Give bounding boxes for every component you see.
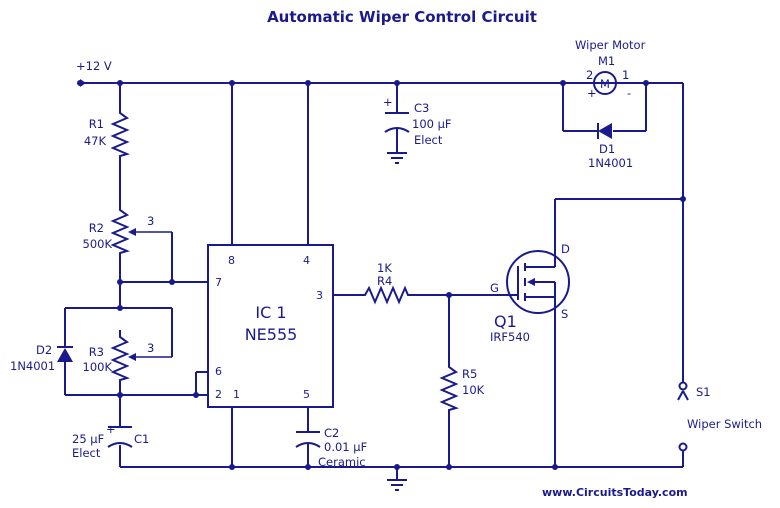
- r2-wiper-pin: 3: [147, 214, 154, 228]
- ic-pin-5: 5: [303, 388, 310, 401]
- r1-ref: R1: [89, 117, 104, 131]
- q1-drain-label: D: [561, 242, 570, 256]
- r2-potentiometer: [110, 205, 130, 257]
- footer-url: www.CircuitsToday.com: [542, 486, 688, 499]
- r2-wiper: [128, 228, 173, 282]
- q1-mosfet: [506, 199, 570, 467]
- junction-dot: [117, 392, 123, 398]
- ic-pin-7: 7: [215, 276, 222, 289]
- c2-value: 0.01 µF: [324, 440, 367, 454]
- r1-resistor: [110, 108, 130, 160]
- diagram-title: Automatic Wiper Control Circuit: [267, 8, 537, 26]
- ic-pin-1: 1: [233, 388, 240, 401]
- c1-capacitor: [107, 426, 133, 448]
- c2-ref: C2: [324, 426, 339, 440]
- s1-label: Wiper Switch: [687, 417, 762, 431]
- m1-symbol: M: [600, 77, 610, 91]
- r2-ref: R2: [89, 221, 104, 235]
- ic-pin-2: 2: [215, 388, 222, 401]
- d2-r3-loop: [64, 307, 208, 396]
- d2-diode: [57, 346, 73, 362]
- s1-ref: S1: [696, 385, 711, 399]
- m1-ref: M1: [598, 54, 615, 68]
- d1-part: 1N4001: [588, 156, 633, 170]
- ne555-ic: [207, 244, 334, 408]
- r4-resistor: [360, 285, 412, 305]
- r3-wiper-pin: 3: [147, 341, 154, 355]
- junction-dot: [643, 80, 649, 86]
- ic-pin-3: 3: [316, 289, 323, 302]
- c1-polarity: +: [106, 422, 116, 436]
- r5-value: 10K: [462, 383, 485, 397]
- junction-dot: [680, 196, 686, 202]
- ic-pin-4: 4: [303, 254, 310, 267]
- ic-pin-8: 8: [228, 254, 235, 267]
- d1-ref: D1: [599, 142, 615, 156]
- supply-rail: [77, 79, 684, 383]
- s1-switch[interactable]: [677, 381, 689, 468]
- m1-minus: -: [627, 86, 631, 100]
- d1-diode: [597, 123, 612, 139]
- r3-wiper: [128, 308, 173, 361]
- c3-polarity: +: [383, 95, 393, 109]
- c2-type: Ceramic: [318, 455, 366, 469]
- d2-ref: D2: [36, 343, 52, 357]
- m1-motor: [593, 71, 617, 95]
- c3-type: Elect: [414, 133, 443, 147]
- m1-pin-left: 2: [586, 68, 593, 82]
- q1-gate-label: G: [490, 281, 499, 295]
- q1-source-label: S: [561, 307, 568, 321]
- r2-value: 500K: [83, 237, 113, 251]
- c1-ref: C1: [134, 432, 149, 446]
- c1-type: Elect: [72, 446, 101, 460]
- r4-value: 1K: [377, 261, 392, 275]
- m1-title: Wiper Motor: [575, 38, 646, 52]
- ic-pin-6: 6: [215, 365, 222, 378]
- m1-plus: +: [587, 86, 597, 100]
- ic-part: NE555: [245, 325, 298, 344]
- ground-symbol: [387, 467, 407, 491]
- d1-loop: [562, 83, 647, 132]
- r3-potentiometer: [110, 332, 130, 384]
- d2-part: 1N4001: [10, 359, 55, 373]
- r3-value: 100K: [83, 360, 113, 374]
- junction-dot: [117, 279, 123, 285]
- q1-ref: Q1: [494, 312, 517, 331]
- c2-capacitor: [295, 431, 321, 467]
- m1-pin-right: 1: [622, 68, 629, 82]
- c3-ref: C3: [414, 101, 429, 115]
- ic-ref: IC 1: [255, 303, 286, 322]
- junction-dot: [169, 279, 175, 285]
- junction-dot: [117, 305, 123, 311]
- q1-part: IRF540: [490, 330, 530, 344]
- c3-value: 100 µF: [412, 117, 452, 131]
- c3-capacitor: [384, 83, 410, 164]
- c1-value: 25 µF: [72, 432, 104, 446]
- r5-ref: R5: [462, 367, 477, 381]
- r4-ref: R4: [377, 274, 392, 288]
- supply-label: +12 V: [76, 59, 112, 73]
- r5-resistor: [439, 362, 459, 414]
- r3-ref: R3: [89, 345, 104, 359]
- r1-value: 47K: [84, 134, 107, 148]
